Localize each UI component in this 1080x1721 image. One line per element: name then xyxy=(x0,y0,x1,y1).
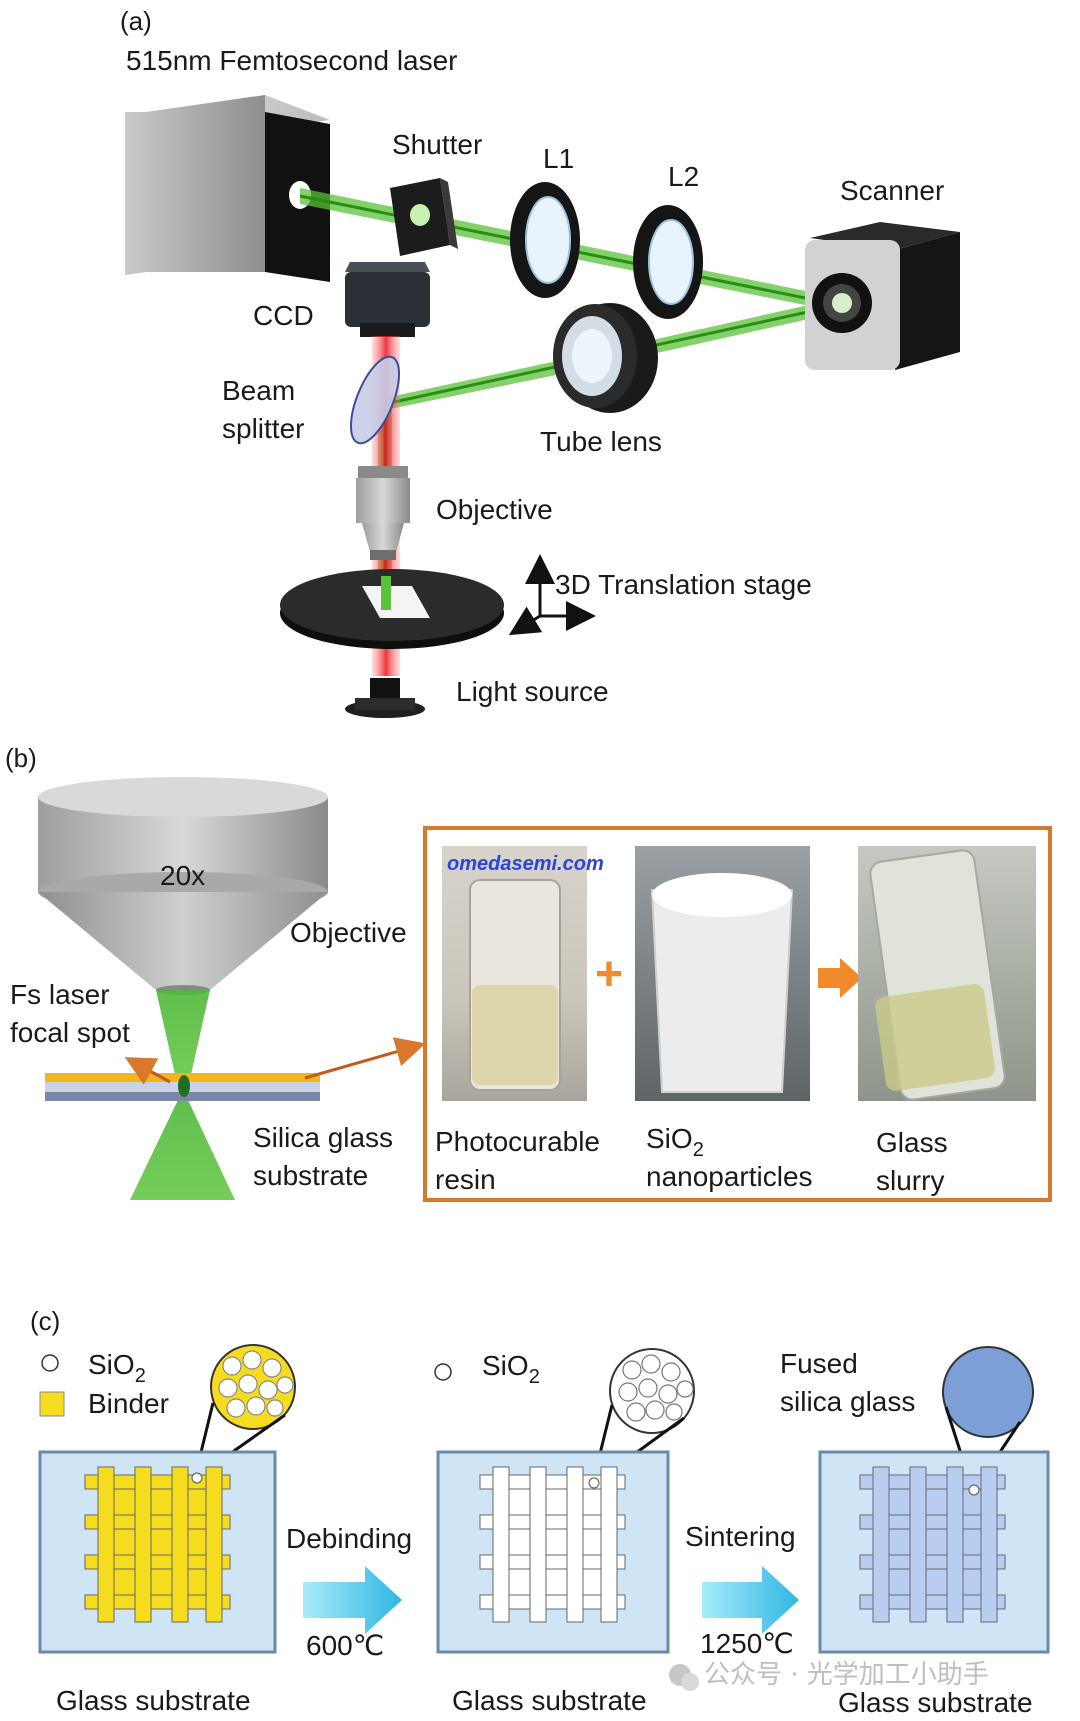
site-watermark: omedasemi.com xyxy=(447,853,604,875)
photo-slurry xyxy=(858,846,1036,1101)
watermark-text: 公众号 · 光学加工小助手 xyxy=(704,1660,989,1690)
ccd-camera xyxy=(345,262,430,337)
photo-sio2 xyxy=(635,846,810,1101)
sio2-label: SiO2 xyxy=(646,1123,704,1161)
panel-b: (b) 20x Objective Fs laser focal spot Si… xyxy=(5,743,1052,1202)
fused-label-2: silica glass xyxy=(780,1386,915,1417)
wechat-watermark: 公众号 · 光学加工小助手 xyxy=(669,1660,989,1691)
scanner-label: Scanner xyxy=(840,175,944,206)
beam-splitter-label-2: splitter xyxy=(222,413,304,444)
l1-label: L1 xyxy=(543,143,574,174)
fused-label-1: Fused xyxy=(780,1348,858,1379)
tube-lens xyxy=(553,303,658,413)
light-source-label: Light source xyxy=(456,676,609,707)
objective-20x xyxy=(38,777,328,995)
focus-cone-upper xyxy=(156,990,210,1088)
legend-sio2: SiO2 xyxy=(88,1349,146,1387)
substrate-brown-part xyxy=(436,1450,670,1654)
panel-c-label: (c) xyxy=(30,1306,60,1336)
slurry-label-2: slurry xyxy=(876,1165,944,1196)
panel-a: (a) 515nm Femtosecond laser Shutter xyxy=(120,6,960,718)
focus-cone-lower xyxy=(130,1100,235,1200)
light-source xyxy=(345,678,425,718)
lens-l2 xyxy=(633,205,703,319)
panel-a-label: (a) xyxy=(120,6,152,36)
laser-label: 515nm Femtosecond laser xyxy=(126,45,458,76)
shutter-label: Shutter xyxy=(392,129,482,160)
shutter xyxy=(390,178,458,256)
tube-lens-label: Tube lens xyxy=(540,426,662,457)
materials-frame xyxy=(423,826,1052,1202)
legend-binder: Binder xyxy=(88,1388,169,1419)
substrate-b-label-1: Silica glass xyxy=(253,1122,393,1153)
mix-arrow xyxy=(818,958,862,998)
substrate-green-part xyxy=(38,1450,277,1654)
substrate-fused-part xyxy=(818,1450,1050,1654)
sintering-temp: 1250℃ xyxy=(700,1628,794,1659)
focal-label-1: Fs laser xyxy=(10,979,110,1010)
legend2-sio2: SiO2 xyxy=(482,1350,540,1388)
beam-splitter xyxy=(350,355,400,445)
debinding-label: Debinding xyxy=(286,1523,412,1554)
binder-legend-icon xyxy=(39,1391,65,1417)
objective xyxy=(356,466,410,560)
scanner xyxy=(805,222,960,370)
stage-label: 3D Translation stage xyxy=(555,569,812,600)
focal-label-2: focal spot xyxy=(10,1017,130,1048)
laser-source xyxy=(125,95,330,282)
objective-label: Objective xyxy=(436,494,553,525)
lens-l1 xyxy=(510,182,580,298)
sio2-label-2: nanoparticles xyxy=(646,1161,813,1192)
slurry-label-1: Glass xyxy=(876,1127,948,1158)
debinding-arrow xyxy=(303,1566,402,1634)
axes-icon xyxy=(508,554,596,636)
magnifier-fused xyxy=(942,1346,1034,1489)
translation-stage xyxy=(280,569,504,649)
sintering-label: Sintering xyxy=(685,1521,796,1552)
magnifier-binder xyxy=(193,1344,296,1479)
substrate-c-label-2: Glass substrate xyxy=(452,1685,647,1716)
magnifier-debinded xyxy=(591,1348,695,1484)
sio2-legend-icon-2 xyxy=(434,1363,452,1381)
panel-c: (c) SiO2 Binder xyxy=(30,1306,1050,1718)
substrate-b-label-2: substrate xyxy=(253,1160,368,1191)
substrate-c-label-3: Glass substrate xyxy=(838,1687,1033,1718)
sio2-legend-icon xyxy=(41,1354,59,1372)
magnification-label: 20x xyxy=(160,860,205,891)
resin-label-1: Photocurable xyxy=(435,1126,600,1157)
plus-sign: + xyxy=(595,948,623,1001)
debinding-temp: 600℃ xyxy=(306,1630,384,1661)
resin-label-2: resin xyxy=(435,1164,496,1195)
photo-resin xyxy=(442,846,587,1101)
panel-b-label: (b) xyxy=(5,743,37,773)
beam-splitter-label-1: Beam xyxy=(222,375,295,406)
ccd-label: CCD xyxy=(253,300,314,331)
objective-b-label: Objective xyxy=(290,917,407,948)
silica-substrate xyxy=(45,1073,320,1101)
l2-label: L2 xyxy=(668,161,699,192)
substrate-c-label-1: Glass substrate xyxy=(56,1685,251,1716)
sintering-arrow xyxy=(702,1566,799,1634)
